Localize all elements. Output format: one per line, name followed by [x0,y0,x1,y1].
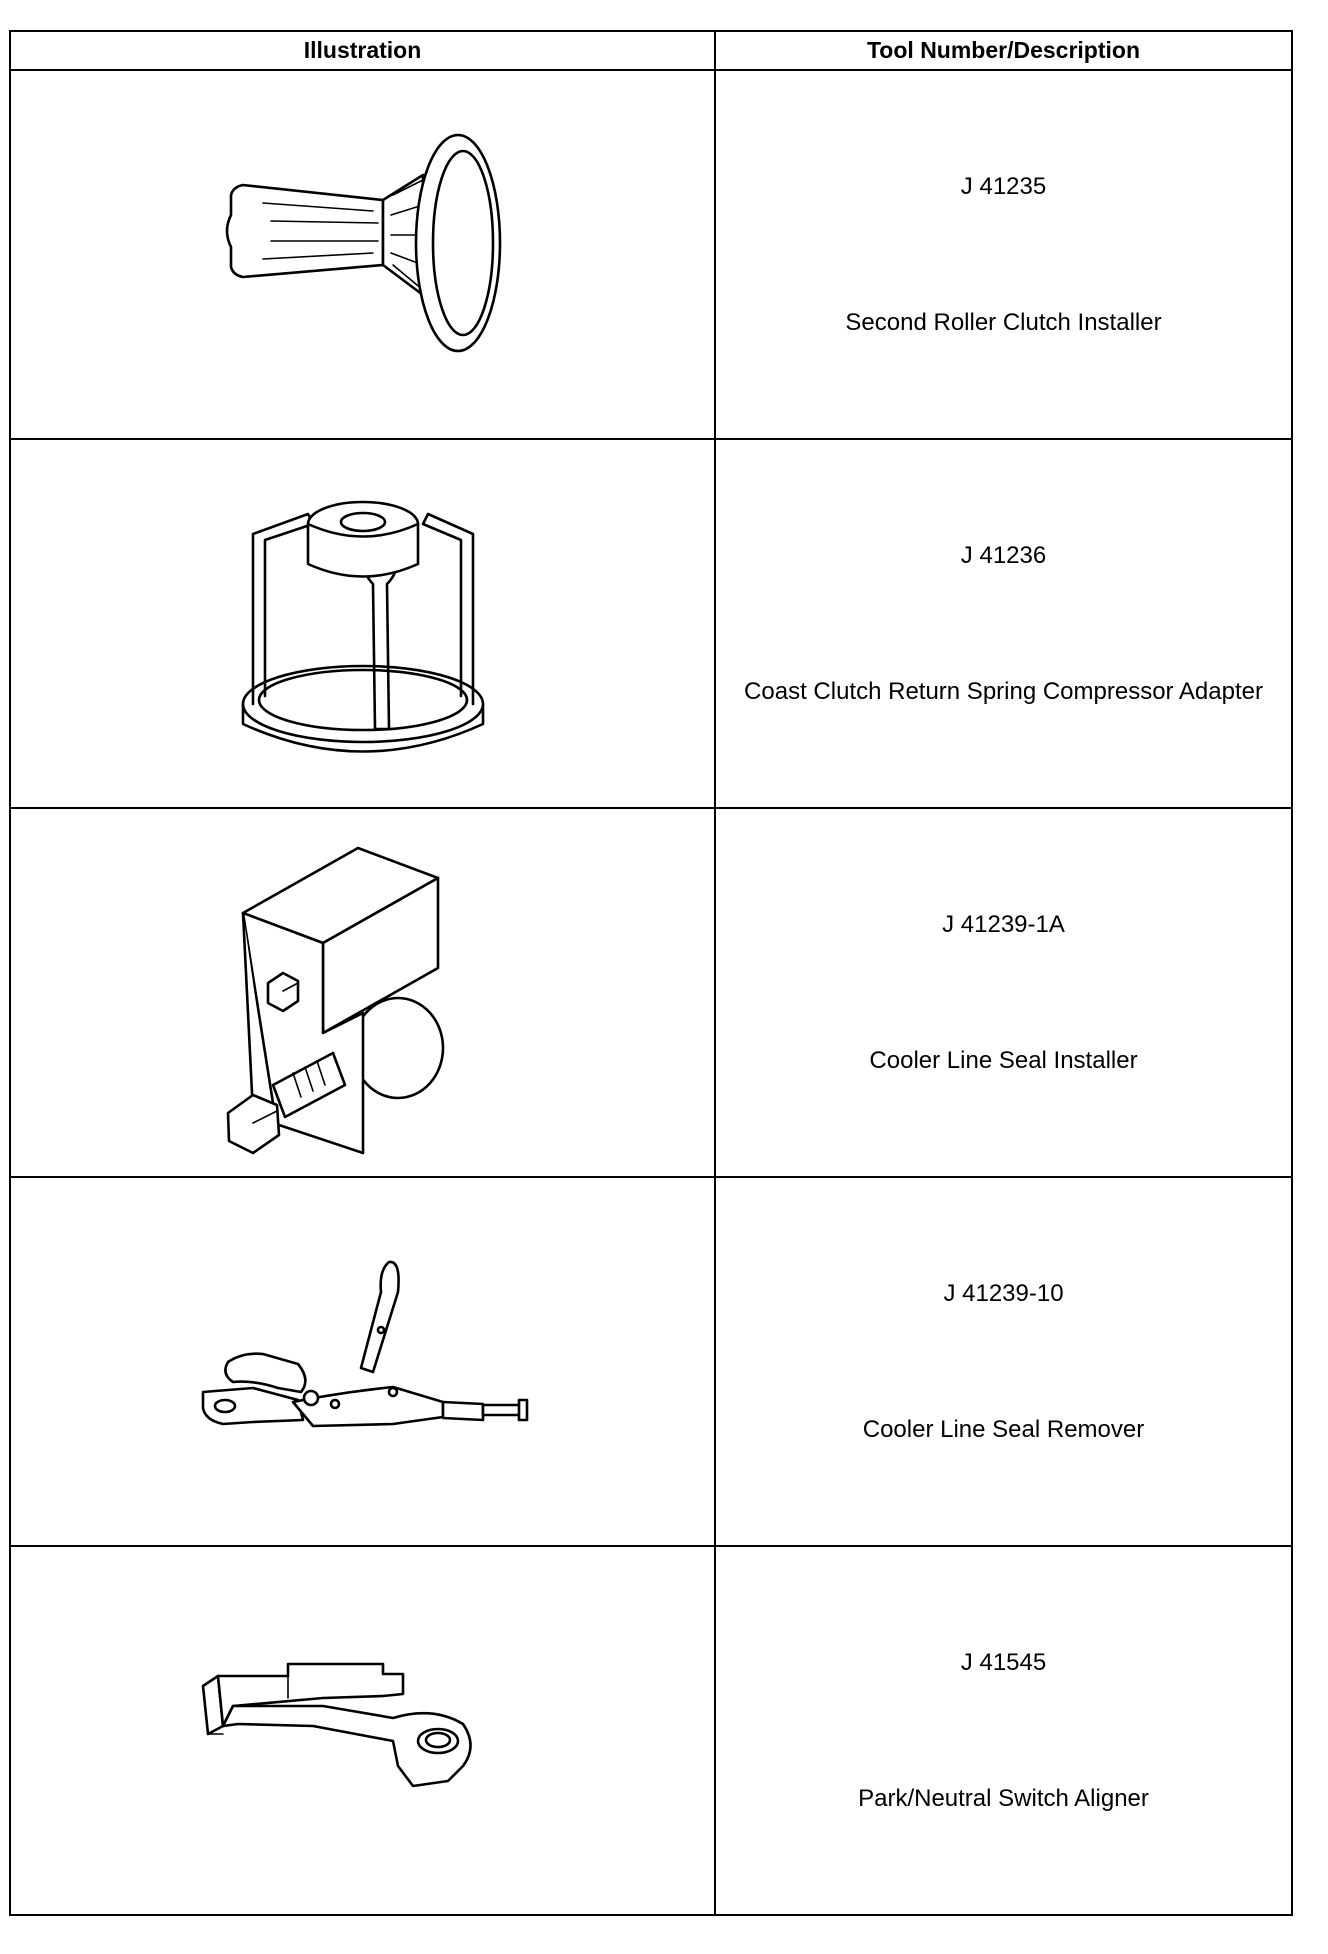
tool-number: J 41239-10 [943,1279,1064,1307]
table-row: J 41239-1A Cooler Line Seal Installer [9,807,1293,1178]
tool-header: Tool Number/Description [714,30,1293,71]
tool-number: J 41239-1A [942,910,1065,938]
switch-aligner-icon [201,1662,472,1787]
tool-description: Second Roller Clutch Installer [845,308,1162,336]
tool-description: Cooler Line Seal Installer [869,1046,1138,1074]
header-row: Illustration Tool Number/Description [9,30,1293,71]
description-cell: J 41545 Park/Neutral Switch Aligner [714,1545,1293,1916]
illustration-cell [9,1545,716,1916]
description-cell: J 41239-1A Cooler Line Seal Installer [714,807,1293,1178]
illustration-cell [9,807,716,1178]
tool-description: Coast Clutch Return Spring Compressor Ad… [744,677,1263,705]
description-cell: J 41239-10 Cooler Line Seal Remover [714,1176,1293,1547]
roller-clutch-installer-icon [225,133,501,352]
table-row: J 41235 Second Roller Clutch Installer [9,69,1293,440]
tool-number: J 41236 [960,541,1047,569]
illustration-cell [9,69,716,440]
seal-installer-icon [226,846,444,1154]
locking-pliers-remover-icon [201,1260,528,1427]
table-row: J 41545 Park/Neutral Switch Aligner [9,1545,1293,1916]
tool-description: Park/Neutral Switch Aligner [858,1784,1149,1812]
table-row: J 41236 Coast Clutch Return Spring Compr… [9,438,1293,809]
tool-description: Cooler Line Seal Remover [862,1415,1145,1443]
special-tools-table: Illustration Tool Number/Description [9,30,1293,1916]
illustration-cell [9,438,716,809]
description-cell: J 41235 Second Roller Clutch Installer [714,69,1293,440]
tool-number: J 41545 [960,1648,1047,1676]
tool-number: J 41235 [960,172,1047,200]
illustration-cell [9,1176,716,1547]
spring-compressor-adapter-icon [241,500,484,753]
description-cell: J 41236 Coast Clutch Return Spring Compr… [714,438,1293,809]
table-row: J 41239-10 Cooler Line Seal Remover [9,1176,1293,1547]
illustration-header: Illustration [9,30,716,71]
